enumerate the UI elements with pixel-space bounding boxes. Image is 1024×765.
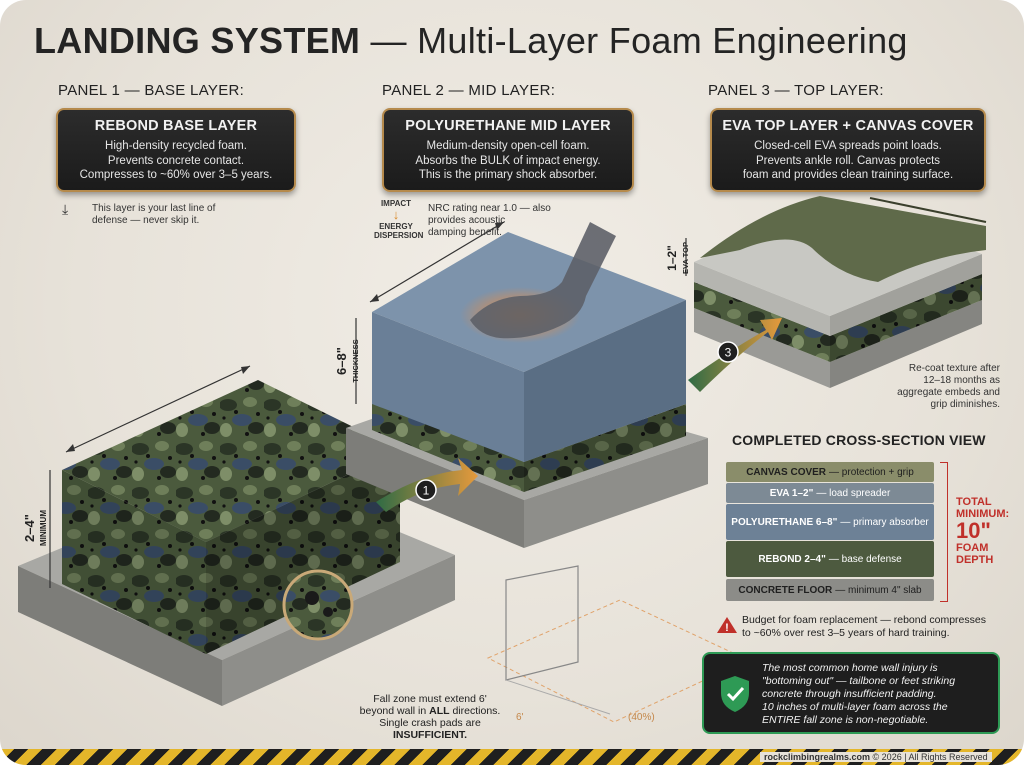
foam-magnifier: [282, 569, 354, 641]
impact-diagram: IMPACT ↓ ENERGY DISPERSION: [374, 199, 424, 240]
panel-2-header: PANEL 2 — MID LAYER:: [382, 82, 556, 99]
svg-text:1: 1: [423, 484, 430, 498]
page-title: LANDING SYSTEM — Multi-Layer Foam Engine…: [34, 20, 908, 61]
panel-3-line: Prevents ankle roll. Canvas protects: [755, 154, 941, 167]
panel-2-dimension-label: THICKNESS: [351, 339, 360, 382]
total-bracket: [940, 462, 948, 602]
fall-zone-diagram: 6' (40%): [486, 565, 750, 723]
panel-1-line: High-density recycled foam.: [105, 140, 247, 152]
panel-3-line: foam and provides clean training surface…: [742, 169, 954, 181]
hand-icon: [470, 222, 616, 339]
fall-zone-percent: (40%): [628, 712, 655, 723]
cross-section-layer-polyurethane: POLYURETHANE 6–8"— primary absorber: [726, 504, 934, 540]
panel-1-rebond-block: [62, 380, 400, 654]
panel-3-infobox: EVA TOP LAYER + CANVAS COVER Closed-cell…: [710, 108, 986, 192]
panel-1-infobox: REBOND BASE LAYER High-density recycled …: [56, 108, 296, 192]
fall-zone-text: Fall zone must extend 6' beyond wall in …: [359, 693, 501, 741]
cross-section-stack: CANVAS COVER— protection + grip EVA 1–2"…: [726, 462, 934, 602]
panel-3-dimension-label: EVA TOP: [681, 242, 690, 274]
panel-2-box-title: POLYURETHANE MID LAYER: [405, 118, 611, 134]
cross-section-title: COMPLETED CROSS-SECTION VIEW: [732, 432, 986, 448]
panel-1-dimension-label: MINIMUM: [39, 510, 48, 546]
canvas-cover: [700, 196, 986, 282]
injury-callout: The most common home wall injury is"bott…: [702, 652, 1000, 734]
panel-3-dimension: 1–2": [665, 245, 679, 271]
svg-text:3: 3: [725, 346, 732, 360]
footer-credit: rockclimbingrealms.com © 2026 | All Righ…: [760, 752, 992, 762]
panel-3-layer-stack: [694, 196, 987, 388]
panel-3-box-title: EVA TOP LAYER + CANVAS COVER: [722, 118, 974, 134]
cross-section-layer-concrete: CONCRETE FLOOR— minimum 4" slab: [726, 579, 934, 601]
shield-check-icon: [721, 676, 749, 712]
panel-1-dimension: 2–4": [22, 514, 37, 542]
panel-1-box-title: REBOND BASE LAYER: [94, 118, 258, 134]
hand-down-icon: ⤓: [62, 201, 69, 217]
panel-2-dimension: 6–8": [334, 347, 349, 375]
panel-2-infobox: POLYURETHANE MID LAYER Medium-density op…: [382, 108, 634, 192]
panel-2-line: This is the primary shock absorber.: [418, 169, 598, 181]
panel-2-line: Medium-density open-cell foam.: [426, 140, 590, 152]
panel-1-header: PANEL 1 — BASE LAYER:: [58, 82, 245, 99]
cross-section-layer-rebond: REBOND 2–4"— base defense: [726, 541, 934, 577]
panel-3-header: PANEL 3 — TOP LAYER:: [708, 82, 884, 99]
cross-section-layer-canvas: CANVAS COVER— protection + grip: [726, 462, 934, 482]
svg-text:!: !: [725, 622, 729, 634]
warning-icon: !: [716, 616, 738, 634]
panel-3-line: Closed-cell EVA spreads point loads.: [754, 140, 942, 152]
warning-text: Budget for foam replacement — rebond com…: [742, 614, 986, 639]
step-arrow-2: 3: [688, 318, 782, 392]
total-depth-label: TOTAL MINIMUM: 10" FOAM DEPTH: [956, 496, 1010, 566]
panel-2-polyurethane-block: [372, 222, 686, 462]
panel-1-line: Compresses to ~60% over 3–5 years.: [79, 169, 273, 181]
cross-section-layer-eva: EVA 1–2"— load spreader: [726, 483, 934, 503]
panel-2-line: Absorbs the BULK of impact energy.: [415, 154, 601, 167]
impact-arrow-icon: ↓: [392, 207, 400, 222]
panel-1-line: Prevents concrete contact.: [107, 154, 245, 167]
step-arrow-1: 1: [376, 458, 478, 512]
fall-zone-dim: 6': [516, 712, 524, 723]
